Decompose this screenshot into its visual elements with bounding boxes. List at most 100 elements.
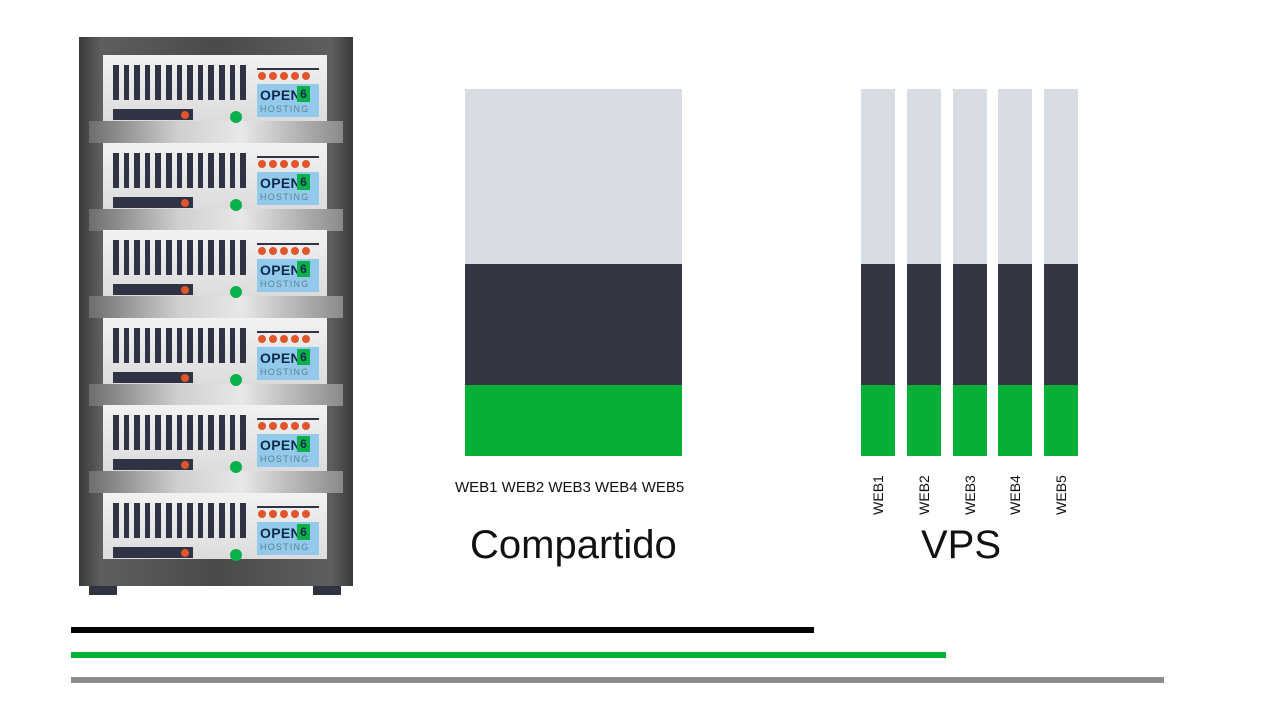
vent-slot (218, 415, 225, 450)
vent-slot (144, 415, 151, 450)
power-led (230, 549, 242, 561)
vent-slot (134, 240, 140, 275)
logo-open-text: OPEN (260, 262, 301, 278)
vent-slot (155, 153, 161, 188)
drive-bay (113, 197, 193, 208)
vent-slot (123, 240, 130, 275)
vent-slot (176, 65, 183, 100)
vent-slot (208, 153, 214, 188)
vent-slot (197, 415, 204, 450)
vent-grille (113, 415, 253, 450)
status-light (280, 335, 288, 343)
vps-segment-middle (953, 264, 987, 385)
vps-label: WEB3 (960, 475, 980, 515)
status-light (269, 160, 277, 168)
drive-knob (181, 373, 189, 382)
vent-slot (187, 240, 193, 275)
vent-slot (176, 503, 183, 538)
vent-slot (123, 415, 130, 450)
rack-foot-right (313, 586, 341, 595)
vent-slot (197, 153, 204, 188)
vent-slot (113, 153, 119, 188)
logo-open-text: OPEN (260, 525, 301, 541)
status-light (302, 335, 310, 343)
logo-open-text: OPEN (260, 350, 301, 366)
vent-slot (197, 503, 204, 538)
vent-grille (113, 65, 253, 100)
vent-slot (155, 65, 161, 100)
logo-mark: 6 (297, 261, 310, 277)
bar-green (71, 652, 946, 658)
status-light (291, 510, 299, 518)
vent-slot (240, 328, 246, 363)
shared-block-bottom (465, 385, 682, 456)
logo-mark: 6 (297, 86, 310, 102)
status-light (291, 422, 299, 430)
status-light (258, 422, 266, 430)
bar-gray (71, 677, 1164, 683)
vent-slot (187, 328, 193, 363)
drive-knob (181, 548, 189, 557)
logo-hosting-text: HOSTING (260, 192, 310, 202)
logo-open-text: OPEN (260, 87, 301, 103)
status-light (302, 422, 310, 430)
vent-slot (165, 328, 172, 363)
vent-slot (240, 415, 246, 450)
logo-hosting-text: HOSTING (260, 104, 310, 114)
vent-slot (155, 328, 161, 363)
status-stripe (257, 68, 319, 70)
status-light (302, 160, 310, 168)
vent-grille (113, 328, 253, 363)
shared-web-labels: WEB1 WEB2 WEB3 WEB4 WEB5 (455, 479, 685, 496)
vps-segment-middle (998, 264, 1032, 385)
vent-slot (134, 503, 140, 538)
vps-segment-bottom (907, 385, 941, 456)
drive-knob (181, 198, 189, 207)
status-lights (258, 160, 310, 168)
drive-knob (181, 460, 189, 469)
vent-slot (123, 65, 130, 100)
vps-caption: VPS (921, 523, 1002, 567)
vps-column (861, 89, 895, 456)
vent-slot (187, 153, 193, 188)
logo-mark: 6 (297, 349, 310, 365)
status-light (258, 72, 266, 80)
vent-slot (176, 328, 183, 363)
vent-grille (113, 503, 253, 538)
vent-slot (208, 415, 214, 450)
bar-black (71, 627, 814, 633)
status-lights (258, 72, 310, 80)
rack-gap (89, 209, 343, 231)
vent-slot (144, 65, 151, 100)
vps-segment-bottom (1044, 385, 1078, 456)
power-led (230, 199, 242, 211)
drive-bay (113, 372, 193, 383)
vps-label-text: WEB4 (1007, 475, 1023, 515)
vent-slot (176, 153, 183, 188)
status-light (280, 510, 288, 518)
vent-slot (187, 415, 193, 450)
vent-slot (240, 240, 246, 275)
status-light (258, 247, 266, 255)
logo-hosting-text: HOSTING (260, 542, 310, 552)
vent-slot (229, 153, 236, 188)
vent-slot (155, 503, 161, 538)
status-stripe (257, 506, 319, 508)
status-light (269, 72, 277, 80)
vent-slot (197, 65, 204, 100)
shared-block-top (465, 89, 682, 264)
vent-slot (229, 415, 236, 450)
vps-column (1044, 89, 1078, 456)
power-led (230, 111, 242, 123)
vps-segment-top (907, 89, 941, 264)
vent-slot (240, 65, 246, 100)
rack-gap (89, 471, 343, 493)
status-light (302, 247, 310, 255)
vent-slot (123, 153, 130, 188)
vps-label-text: WEB5 (1053, 475, 1069, 515)
drive-bay (113, 284, 193, 295)
